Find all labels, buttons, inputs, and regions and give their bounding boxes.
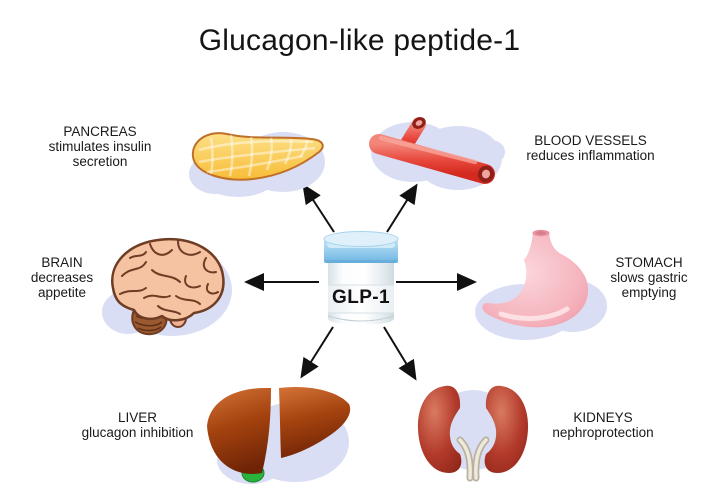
brain-desc: decreases appetite (30, 270, 94, 300)
ureters (456, 436, 490, 482)
blood-vessels-desc: reduces inflammation (526, 148, 655, 163)
pancreas-name: PANCREAS (63, 124, 137, 139)
brain-name: BRAIN (41, 255, 83, 270)
brain-label: BRAIN decreases appetite (6, 255, 118, 300)
pancreas-illustration (183, 112, 333, 207)
arrow-to-kidneys (383, 326, 417, 381)
stomach-name: STOMACH (615, 255, 683, 270)
pancreas-desc: stimulates insulin secretion (48, 139, 152, 169)
blood-vessels-name: BLOOD VESSELS (534, 133, 647, 148)
brain-sulci (119, 240, 219, 315)
liver-illustration (203, 376, 355, 488)
pancreas-label: PANCREAS stimulates insulin secretion (25, 124, 175, 169)
kidneys-label: KIDNEYS nephroprotection (518, 410, 688, 440)
arrow-to-liver (300, 326, 334, 379)
kidneys-illustration (412, 380, 534, 482)
liver-label: LIVER glucagon inhibition (40, 410, 235, 440)
stomach-desc: slows gastric emptying (610, 270, 688, 300)
glp1-vial-label: GLP-1 (332, 287, 390, 308)
page-title: Glucagon-like peptide-1 (198, 24, 521, 57)
blood-vessels-illustration (363, 110, 505, 198)
liver-name: LIVER (117, 410, 158, 425)
kidneys-name: KIDNEYS (573, 410, 633, 425)
brain-illustration (100, 228, 238, 342)
kidneys-desc: nephroprotection (552, 425, 654, 440)
blood-vessels-label: BLOOD VESSELS reduces inflammation (498, 133, 683, 163)
glp1-vial: GLP-1 (321, 230, 401, 326)
liver-desc: glucagon inhibition (81, 425, 194, 440)
stomach-label: STOMACH slows gastric emptying (590, 255, 708, 300)
stomach-illustration (473, 228, 611, 342)
